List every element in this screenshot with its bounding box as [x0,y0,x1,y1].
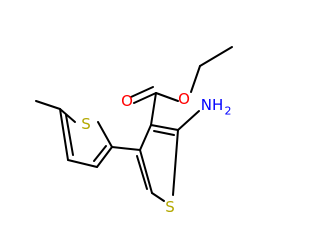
bond-c5-s [59,108,76,123]
bond-ring-carbonyl [150,92,157,126]
bond-biaryl [111,146,141,151]
bond-c4-c5 [59,108,69,161]
bond-ester-o-ch2 [190,65,201,93]
bond-c2-c3 [96,146,113,168]
bond-amine [177,110,200,131]
bond-c5-c4-right [139,149,153,194]
molecule-structure: S S O O NH 2 [35,46,233,216]
bond-c5-c4-right-double [136,155,148,190]
ester-oxygen-label: O [178,90,190,108]
bond-c2-s-right [172,129,179,196]
bond-c2-c3-double [93,145,107,162]
bond-methyl [35,100,61,110]
bond-c4-c5-double [65,114,74,156]
bond-c3-c2-right-double [153,130,175,136]
bond-carbonyl-double-a [133,92,157,104]
bond-c3-c4 [67,159,98,168]
bond-carbonyl-double-b [130,86,154,98]
sulfur-label-right: S [165,198,175,216]
bond-c3-c2-right [150,124,179,131]
carbonyl-oxygen-label: O [121,92,133,110]
sulfur-label-left: S [81,115,91,133]
amine-subscript: 2 [225,105,232,118]
bond-s-c5-right [151,192,165,202]
bond-c3-c4-right [139,124,152,151]
bond-carbonyl-ester-o [155,92,179,102]
bond-ch2-ch3 [199,46,233,67]
amine-label: NH [201,96,224,114]
bond-s-c2 [97,121,113,148]
